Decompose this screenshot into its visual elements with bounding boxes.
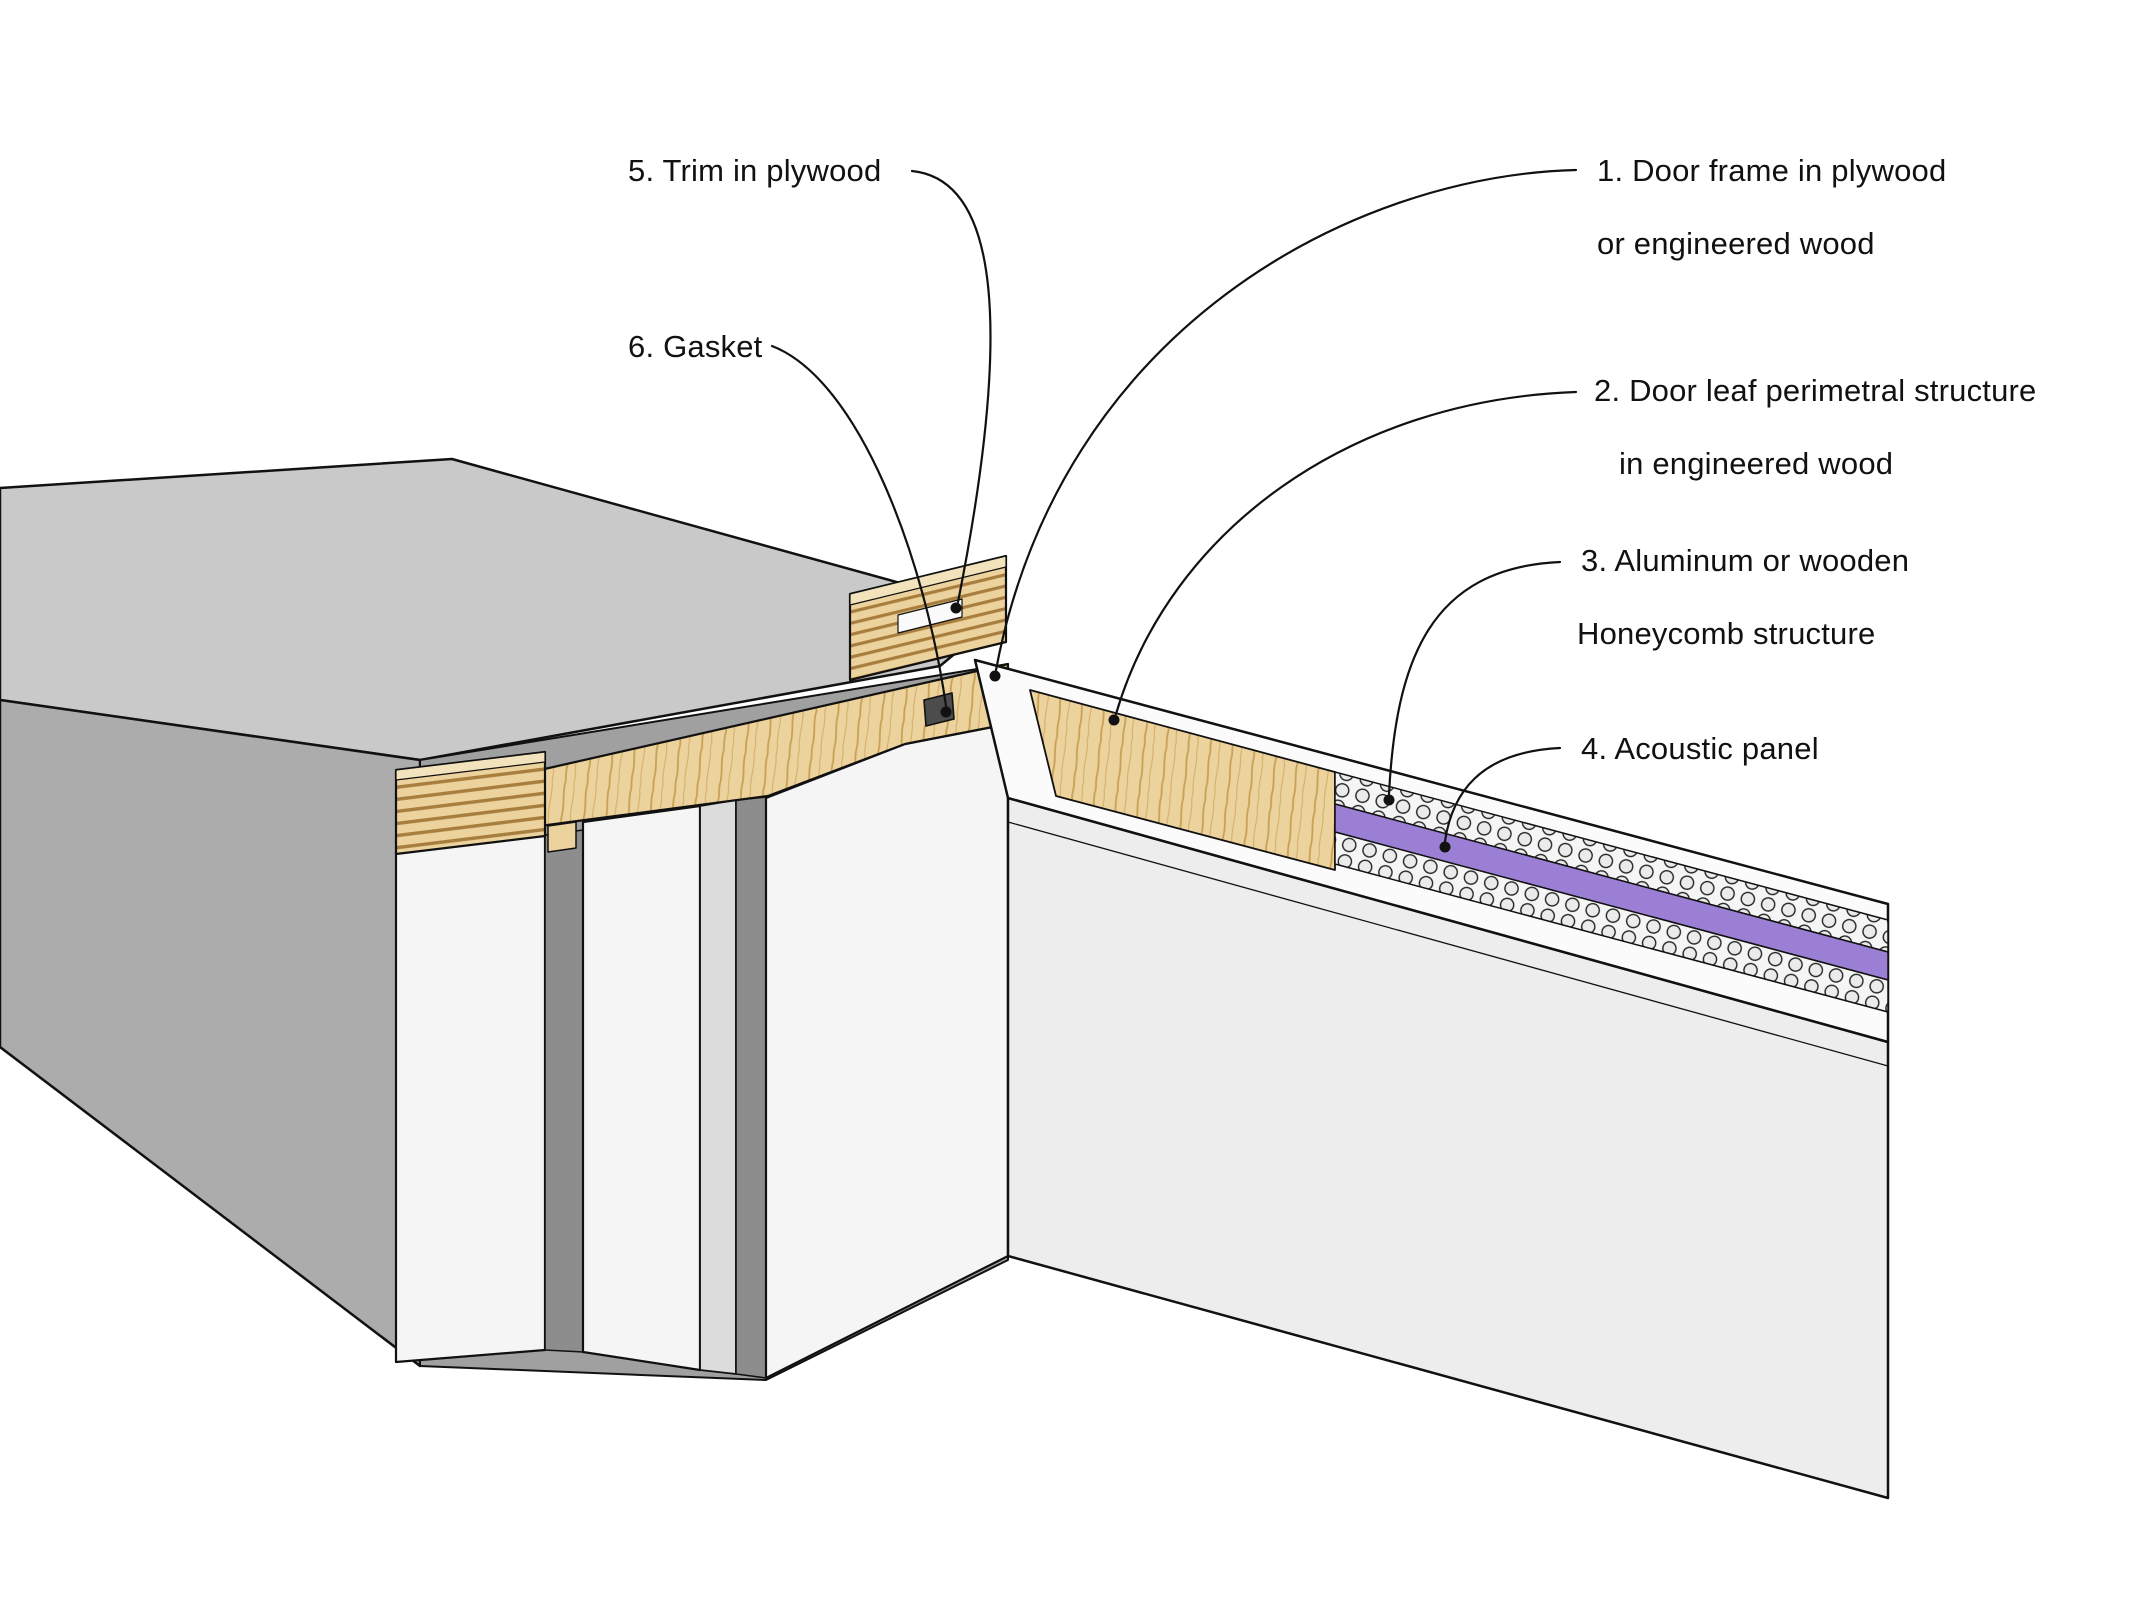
frame-jamb-side-face [699,799,737,1375]
label-leaf-perimetral-line1: 2. Door leaf perimetral structure [1594,373,2037,408]
leader-line-trim [910,169,992,604]
leader-dot-perimetral [1108,714,1120,726]
leader-line-honeycomb [1387,560,1562,796]
label-honeycomb-line2: Honeycomb structure [1577,616,1876,651]
frame-jamb-inner [764,722,1010,1380]
leader-dot-gasket [940,706,952,718]
leaf-skin-edge-line [1007,821,1889,1067]
leader-dot-honeycomb [1383,794,1395,806]
leader-dot-door-frame [989,670,1001,682]
leader-dot-trim [950,602,962,614]
label-trim: 5. Trim in plywood [628,153,882,188]
trim-right-top-edge [849,555,1007,606]
trim-left-top-edge [395,751,546,781]
leaf-perimetral-wood [1029,689,1336,871]
label-leaf-perimetral-line2: in engineered wood [1619,446,1894,481]
label-door-frame-line2: or engineered wood [1597,226,1875,261]
leader-line-perimetral [1114,390,1578,716]
frame-jamb-outer [394,833,547,1364]
label-gasket: 6. Gasket [628,329,763,364]
frame-rebate-shadow [735,796,767,1379]
trim-right-reveal-notch [897,598,963,634]
gasket-part [923,692,955,727]
frame-wood-tongue [547,821,577,853]
honeycomb-layer-front [1334,831,1889,1013]
label-door-frame-line1: 1. Door frame in plywood [1597,153,1947,188]
label-acoustic-panel: 4. Acoustic panel [1581,731,1819,766]
leader-line-door-frame [994,168,1578,672]
leader-dot-acoustic [1439,841,1451,853]
wall-front-face [0,698,422,1368]
leader-line-gasket [770,344,948,708]
frame-jamb-middle [581,804,702,1372]
leader-line-acoustic [1443,746,1562,843]
frame-gap-shadow [544,829,584,1353]
label-honeycomb-line1: 3. Aluminum or wooden [1581,543,1910,578]
